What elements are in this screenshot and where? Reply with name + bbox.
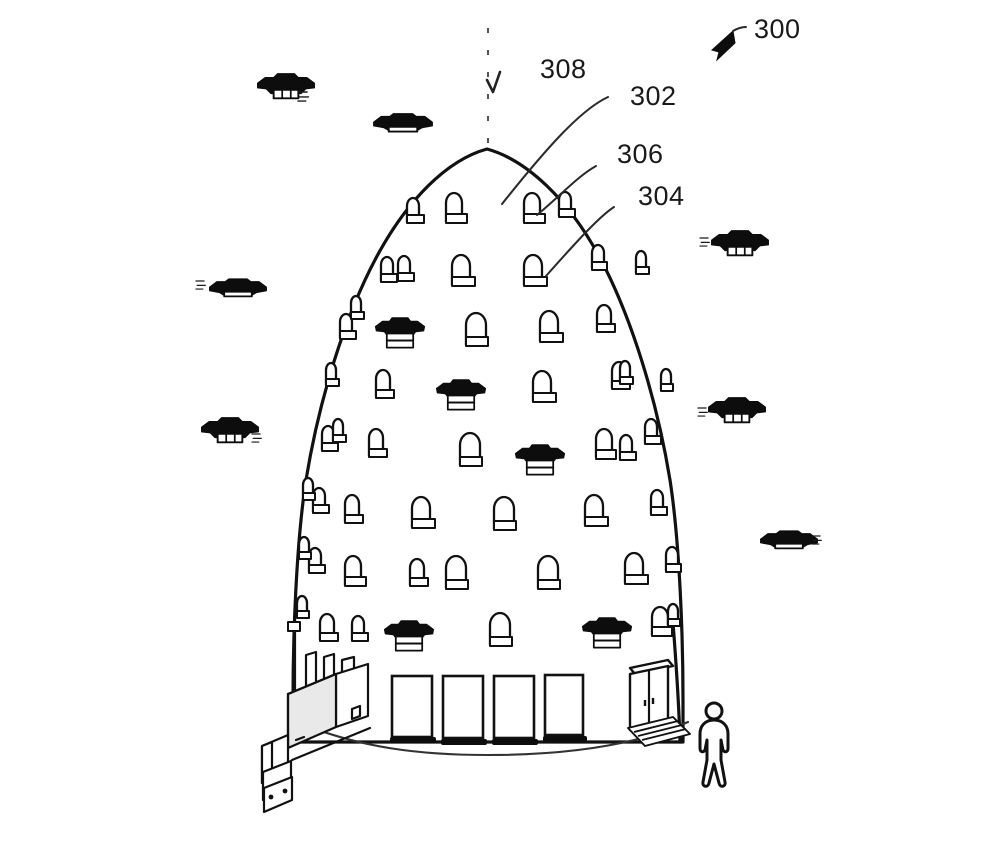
docking-port[interactable] [324, 361, 340, 387]
docking-port[interactable] [410, 495, 436, 529]
docking-port[interactable] [649, 488, 668, 516]
docking-port[interactable] [583, 493, 609, 527]
docking-port[interactable] [531, 369, 557, 403]
docking-port[interactable] [595, 303, 616, 333]
docking-port[interactable] [538, 309, 564, 343]
docking-port[interactable] [536, 554, 561, 590]
docking-port[interactable] [664, 545, 682, 573]
docking-port[interactable] [492, 495, 517, 531]
reference-numerals: 300 308 302 306 304 [540, 14, 801, 211]
docking-port[interactable] [318, 612, 339, 642]
docking-port[interactable] [343, 554, 367, 587]
docking-port[interactable] [350, 614, 369, 642]
docking-port[interactable] [557, 190, 576, 218]
docking-port[interactable] [374, 368, 395, 399]
docking-port[interactable] [405, 196, 425, 224]
vertical-axis-centerline [485, 28, 502, 150]
docking-port[interactable] [297, 535, 312, 560]
entrance-assembly [627, 658, 691, 747]
docking-port[interactable] [522, 253, 548, 287]
docking-port[interactable] [349, 294, 365, 320]
docking-port[interactable] [618, 433, 637, 461]
ground-window [441, 674, 487, 745]
docking-port[interactable] [666, 602, 681, 627]
docking-port[interactable] [488, 611, 513, 647]
ref-num-302: 302 [630, 81, 677, 111]
docking-port[interactable] [634, 249, 650, 275]
docking-port[interactable] [444, 554, 469, 590]
ref-num-300: 300 [754, 14, 801, 44]
docking-port[interactable] [408, 557, 429, 587]
ref-num-306: 306 [617, 139, 664, 169]
ground-window [543, 673, 587, 742]
ref-num-304: 304 [638, 181, 685, 211]
ref-num-308: 308 [540, 54, 587, 84]
docking-ports-group [295, 190, 682, 647]
ground-floor-windows [390, 673, 587, 745]
docking-port[interactable] [590, 243, 608, 271]
docking-port[interactable] [618, 359, 634, 385]
docking-port[interactable] [311, 486, 330, 514]
docking-port[interactable] [594, 427, 617, 460]
leader-lines [501, 26, 747, 277]
person-figure [698, 701, 730, 788]
docking-port[interactable] [367, 427, 388, 458]
docking-port[interactable] [659, 367, 674, 392]
docking-port[interactable] [301, 476, 316, 501]
entrance-ramp [627, 716, 691, 747]
docking-port[interactable] [295, 594, 310, 619]
docking-port[interactable] [331, 417, 347, 443]
docking-port[interactable] [396, 254, 415, 282]
delivery-truck [260, 662, 372, 814]
ground-window [492, 674, 538, 745]
docking-port[interactable] [623, 551, 649, 585]
docking-port[interactable] [444, 191, 468, 224]
docking-port[interactable] [343, 493, 364, 524]
tower-shell [291, 147, 690, 757]
docking-port[interactable] [522, 191, 546, 224]
assembly-arrow [710, 26, 747, 62]
ground-window [390, 674, 436, 743]
docking-port[interactable] [338, 312, 357, 340]
docking-port[interactable] [464, 311, 489, 347]
docking-port[interactable] [458, 431, 483, 467]
docking-port[interactable] [450, 253, 476, 287]
docking-port[interactable] [643, 417, 662, 445]
door-awning [628, 658, 675, 676]
